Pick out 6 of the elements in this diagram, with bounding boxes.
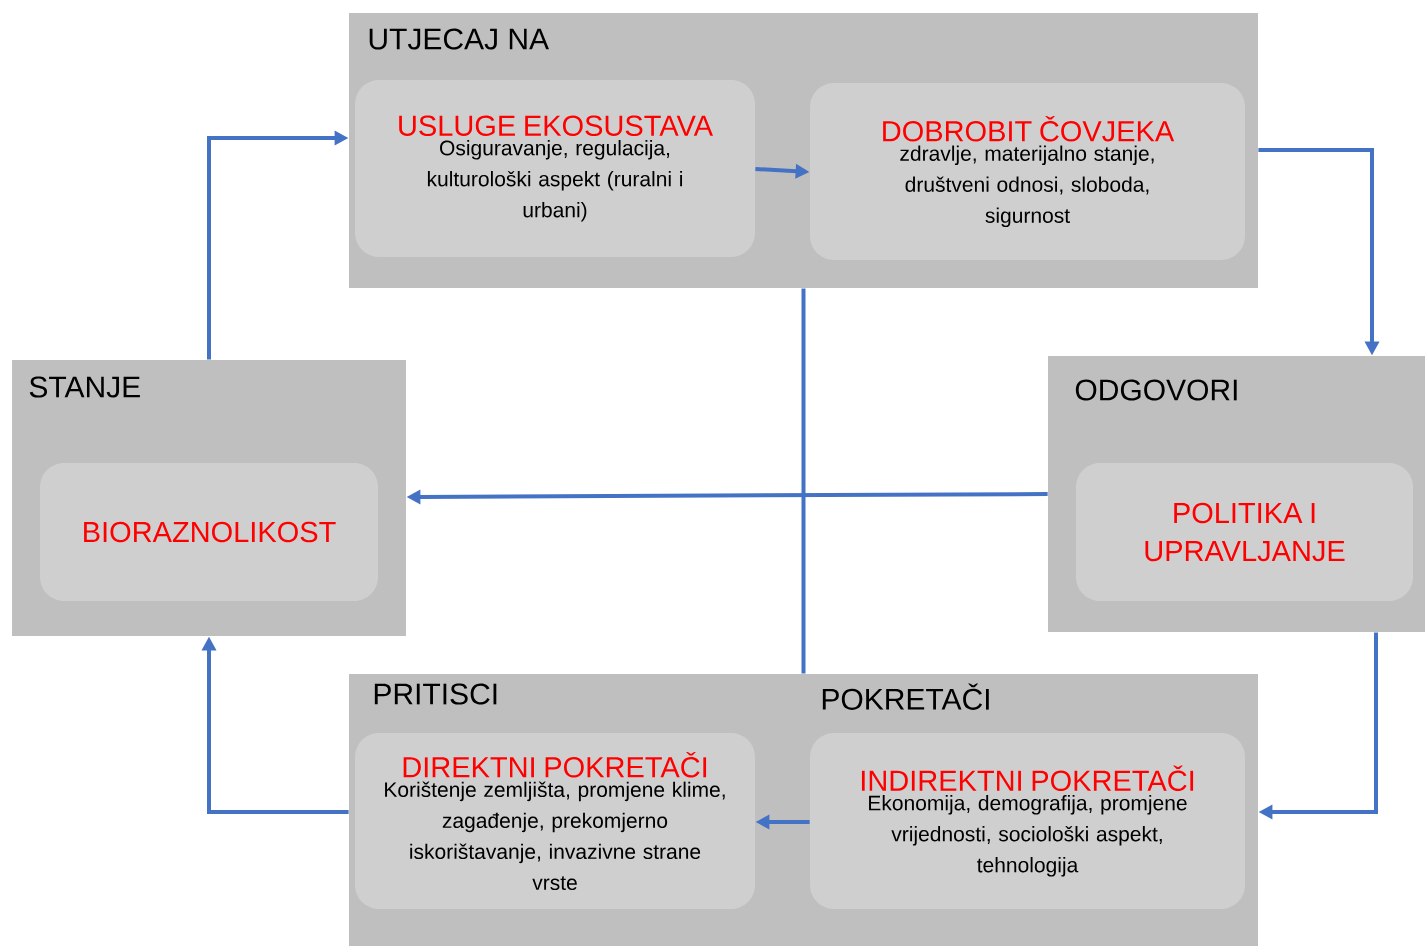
rounded-box: INDIREKTNI POKRETAČI Ekonomija, demografija, promjene vrijednosti, sociološki aspekt, tehnologija — [810, 733, 1245, 909]
rounded-box: POLITIKA I UPRAVLJANJE — [1076, 463, 1413, 601]
rounded-box: DIREKTNI POKRETAČI Korištenje zemljišta, promjene klime, zagađenje, prekomjerno iskorištavanje, invazivne strane vrste — [355, 733, 755, 909]
rounded-box: BIORAZNOLIKOST — [40, 463, 378, 601]
rounded-box: USLUGE EKOSUSTAVA Osiguravanje, regulacija, kulturološki aspekt (ruralni i urbani) — [355, 80, 755, 257]
rounded-box: DOBROBIT ČOVJEKA zdravlje, materijalno stanje, društveni odnosi, sloboda, sigurnost — [810, 83, 1245, 260]
